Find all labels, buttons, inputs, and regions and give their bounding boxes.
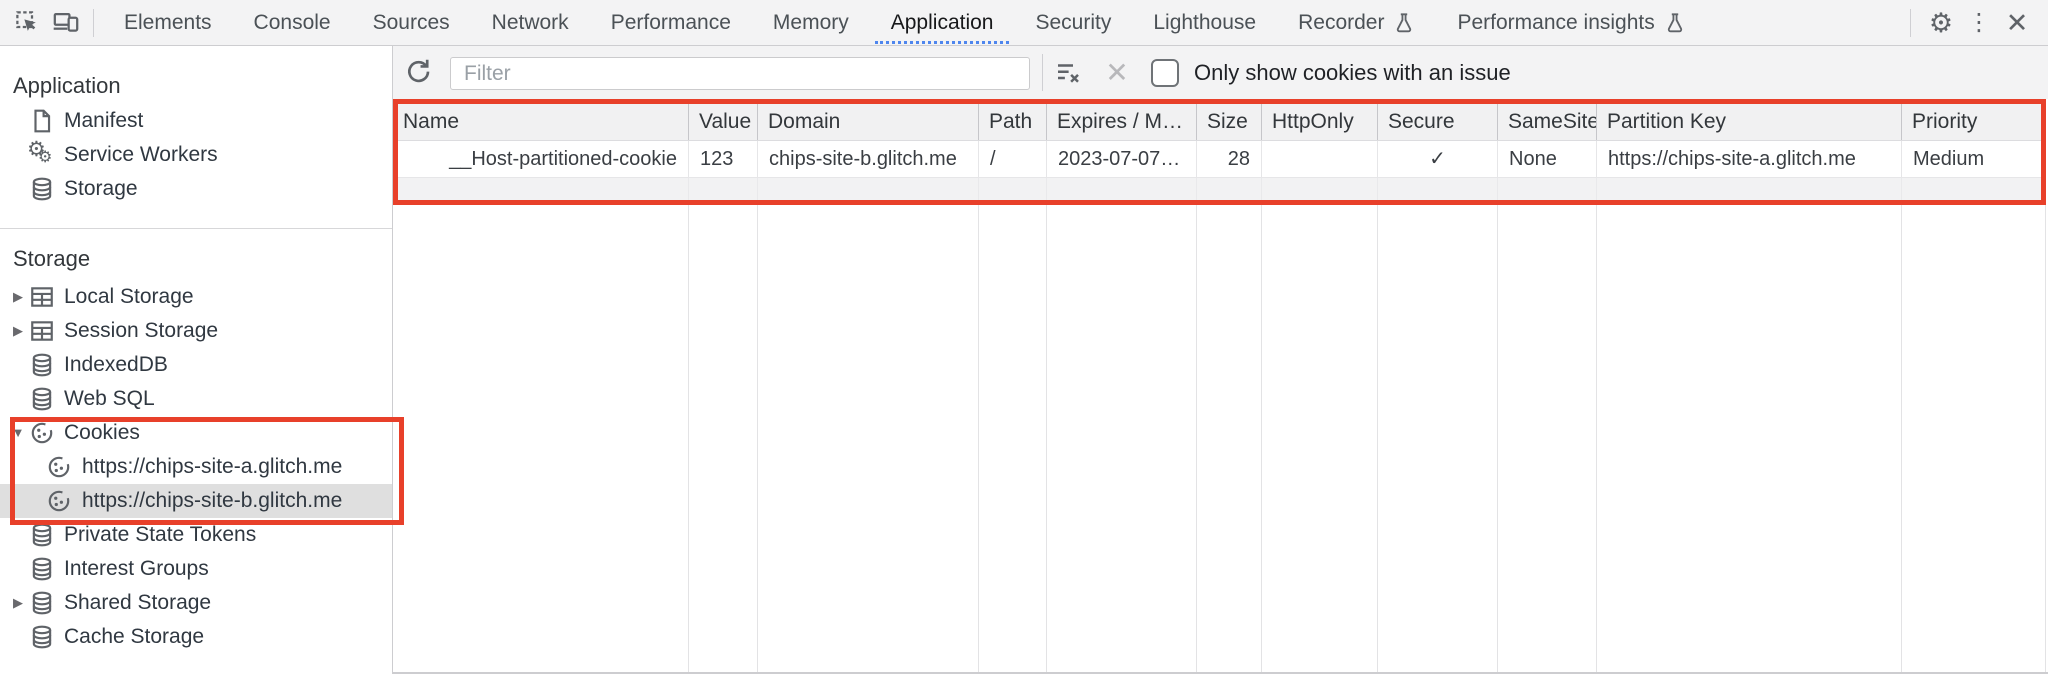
only-issue-checkbox[interactable]	[1151, 59, 1179, 87]
sidebar-item-cookies-chips-site-a[interactable]: https://chips-site-a.glitch.me	[0, 450, 392, 484]
toggle-device-toolbar-button[interactable]	[46, 4, 84, 42]
column-header-value[interactable]: Value	[689, 104, 758, 140]
empty-table-row	[393, 177, 2046, 200]
table-icon	[31, 321, 53, 341]
sidebar-item-cookies[interactable]: ▼ Cookies	[0, 416, 392, 450]
tab-recorder[interactable]: Recorder	[1277, 0, 1436, 45]
tab-application[interactable]: Application	[870, 0, 1015, 45]
document-icon	[34, 109, 51, 133]
application-sidebar: Application Manifest ⚙⚙ Service Workers	[0, 46, 393, 674]
column-header-priority[interactable]: Priority	[1902, 104, 2046, 140]
tab-network[interactable]: Network	[491, 11, 569, 34]
sidebar-item-session-storage[interactable]: ▶ Session Storage	[0, 314, 392, 348]
column-header-secure[interactable]: Secure	[1378, 104, 1498, 140]
device-toolbar-icon	[53, 12, 78, 32]
cell-httponly[interactable]	[1262, 141, 1378, 177]
sidebar-section-divider	[0, 228, 392, 229]
sidebar-item-shared-storage[interactable]: ▶ Shared Storage	[0, 586, 392, 620]
clear-filter-icon	[1058, 64, 1079, 83]
devtools-tabbar: Elements Console Sources Network Perform…	[0, 0, 2048, 46]
database-icon	[32, 625, 52, 649]
toolbar-divider	[93, 8, 94, 37]
cell-name[interactable]: __Host-partitioned-cookie	[393, 141, 689, 177]
cell-domain[interactable]: chips-site-b.glitch.me	[758, 141, 979, 177]
column-header-size[interactable]: Size	[1197, 104, 1262, 140]
storage-section-title: Storage	[13, 246, 91, 271]
close-devtools-icon[interactable]: ✕	[2005, 7, 2029, 38]
database-icon	[32, 591, 52, 615]
refresh-icon	[408, 59, 430, 83]
tab-sources[interactable]: Sources	[372, 11, 450, 34]
toolbar-divider	[1910, 8, 1911, 37]
chevron-right-icon[interactable]: ▶	[13, 323, 23, 338]
filter-input[interactable]	[450, 57, 1030, 90]
sidebar-item-manifest[interactable]: Manifest	[0, 104, 392, 138]
cell-size[interactable]: 28	[1197, 141, 1262, 177]
inspect-element-button[interactable]	[8, 4, 46, 42]
cookies-toolbar: ✕ Only show cookies with an issue	[393, 46, 2048, 99]
tab-security[interactable]: Security	[1035, 11, 1112, 34]
column-header-domain[interactable]: Domain	[758, 104, 979, 140]
refresh-button[interactable]	[402, 56, 436, 90]
sidebar-item-local-storage[interactable]: ▶ Local Storage	[0, 280, 392, 314]
clear-all-icon[interactable]: ✕	[1105, 57, 1129, 88]
application-section-title: Application	[13, 73, 121, 98]
cookies-table: Name Value Domain Path Expires / M… Size…	[393, 104, 2046, 200]
cell-partition-key[interactable]: https://chips-site-a.glitch.me	[1597, 141, 1902, 177]
database-icon	[32, 387, 52, 411]
sidebar-item-web-sql[interactable]: Web SQL	[0, 382, 392, 416]
tabbar-right-controls: ⚙ ⋮ ✕	[1901, 2, 2048, 44]
column-header-name[interactable]: Name	[393, 104, 689, 140]
cookie-icon	[31, 421, 55, 444]
cookies-panel: ✕ Only show cookies with an issue Name V…	[393, 46, 2048, 674]
database-icon	[32, 177, 52, 201]
cell-path[interactable]: /	[979, 141, 1047, 177]
cell-expires[interactable]: 2023-07-07…	[1047, 141, 1197, 177]
table-icon	[31, 287, 53, 307]
sidebar-item-cookies-chips-site-b[interactable]: https://chips-site-b.glitch.me	[0, 484, 392, 518]
database-icon	[32, 523, 52, 547]
settings-gear-icon[interactable]: ⚙	[1928, 7, 1954, 38]
cell-secure-checkmark[interactable]: ✓	[1378, 141, 1498, 177]
flask-icon	[1397, 12, 1412, 32]
cell-value[interactable]: 123	[689, 141, 758, 177]
chevron-right-icon[interactable]: ▶	[13, 595, 23, 610]
tab-console[interactable]: Console	[253, 11, 331, 34]
more-options-icon[interactable]: ⋮	[1967, 8, 1991, 36]
table-empty-grid	[393, 205, 2046, 672]
tab-memory[interactable]: Memory	[772, 11, 849, 34]
tab-lighthouse[interactable]: Lighthouse	[1153, 11, 1257, 34]
column-header-expires[interactable]: Expires / M…	[1047, 104, 1197, 140]
sidebar-item-service-workers[interactable]: ⚙⚙ Service Workers	[0, 138, 392, 172]
chevron-down-icon[interactable]: ▼	[11, 425, 25, 440]
tab-performance[interactable]: Performance	[610, 11, 731, 34]
database-icon	[32, 557, 52, 581]
sidebar-item-cache-storage[interactable]: Cache Storage	[0, 620, 392, 654]
toolbar-divider	[1042, 54, 1043, 91]
column-header-path[interactable]: Path	[979, 104, 1047, 140]
sidebar-item-private-state-tokens[interactable]: Private State Tokens	[0, 518, 392, 552]
cell-samesite[interactable]: None	[1498, 141, 1597, 177]
column-header-partition-key[interactable]: Partition Key	[1597, 104, 1902, 140]
only-issue-label: Only show cookies with an issue	[1194, 60, 1511, 85]
inspect-cursor-icon	[15, 11, 36, 31]
column-header-samesite[interactable]: SameSite	[1498, 104, 1597, 140]
database-icon	[32, 353, 52, 377]
clear-filter-button[interactable]	[1053, 58, 1083, 88]
column-header-httponly[interactable]: HttpOnly	[1262, 104, 1378, 140]
cookie-table-row[interactable]: __Host-partitioned-cookie 123 chips-site…	[393, 140, 2046, 177]
cookie-icon	[48, 489, 72, 512]
flask-icon	[1667, 12, 1682, 32]
cookie-icon	[48, 455, 72, 478]
cookies-table-header: Name Value Domain Path Expires / M… Size…	[393, 104, 2046, 140]
chevron-right-icon[interactable]: ▶	[13, 289, 23, 304]
tab-elements[interactable]: Elements	[124, 11, 212, 34]
sidebar-item-interest-groups[interactable]: Interest Groups	[0, 552, 392, 586]
sidebar-item-indexeddb[interactable]: IndexedDB	[0, 348, 392, 382]
cell-priority[interactable]: Medium	[1902, 141, 2046, 177]
sidebar-item-storage[interactable]: Storage	[0, 172, 392, 206]
tab-performance-insights[interactable]: Performance insights	[1436, 0, 1706, 45]
devtools-body: Application Manifest ⚙⚙ Service Workers	[0, 46, 2048, 674]
gears-icon: ⚙⚙	[27, 138, 53, 166]
